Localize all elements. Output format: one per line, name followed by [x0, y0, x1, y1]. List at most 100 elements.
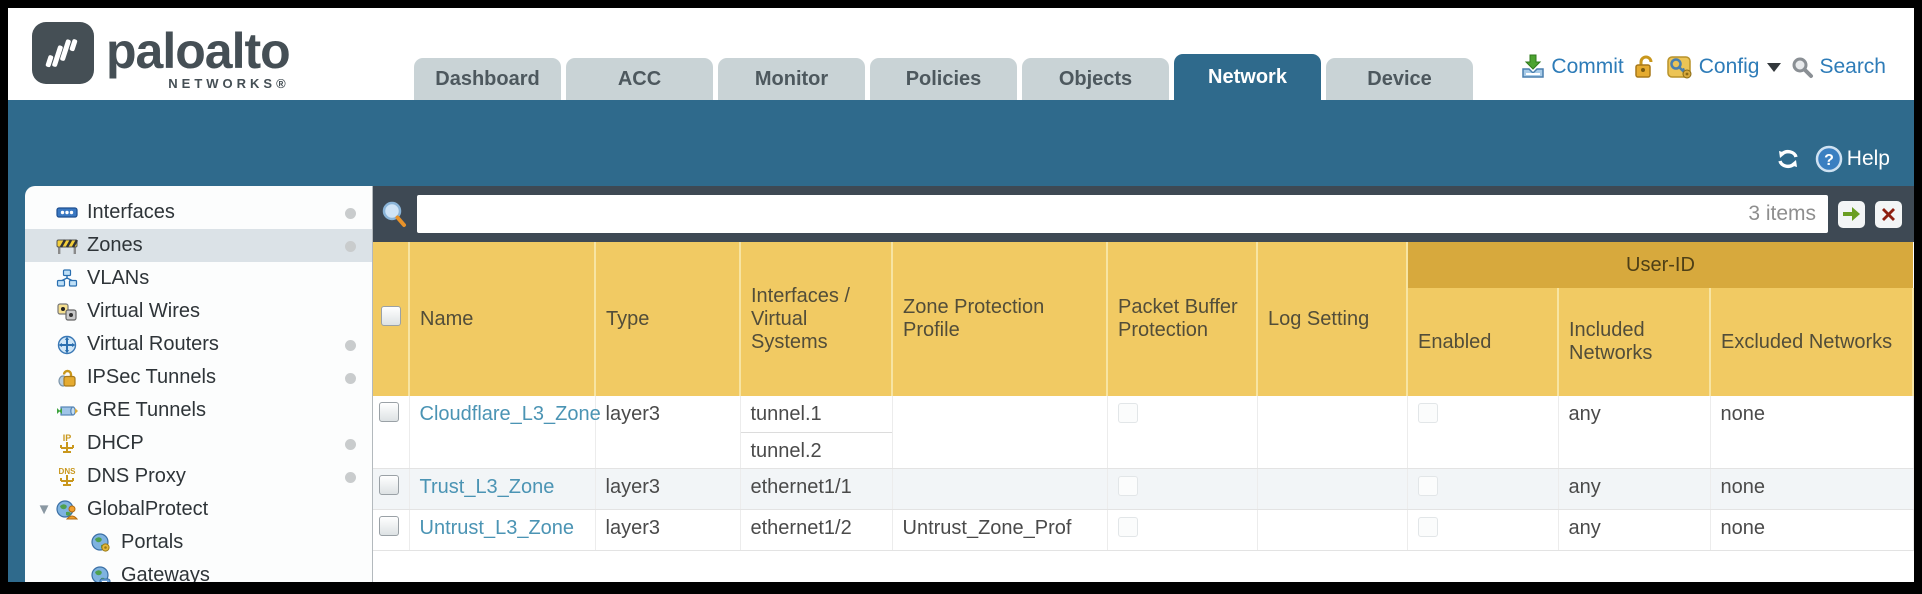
- col-header-zone-protection-profile[interactable]: Zone Protection Profile: [892, 242, 1108, 396]
- col-header-included-networks[interactable]: Included Networks: [1558, 288, 1711, 396]
- brand-name: paloalto: [106, 23, 291, 79]
- table-row: Untrust_L3_Zone layer3 ethernet1/2 Untru…: [373, 509, 1914, 551]
- sidebar-item-gre-tunnels[interactable]: GRE Tunnels: [25, 394, 372, 427]
- sidebar-item-globalprotect[interactable]: ▼ GlobalProtect: [25, 493, 372, 526]
- help-button[interactable]: ? Help: [1814, 144, 1890, 174]
- gre-tunnels-icon: [55, 401, 79, 421]
- cell-log-setting: [1257, 468, 1408, 510]
- sidebar-item-virtual-routers[interactable]: Virtual Routers: [25, 328, 372, 361]
- col-header-log-setting[interactable]: Log Setting: [1257, 242, 1408, 396]
- main-panel: 3 items: [373, 186, 1914, 582]
- cell-log-setting: [1257, 509, 1408, 551]
- status-dot: [345, 471, 356, 483]
- tab-policies[interactable]: Policies: [870, 58, 1017, 100]
- sidebar-item-vlans[interactable]: VLANs: [25, 262, 372, 295]
- zone-name-link[interactable]: Trust_L3_Zone: [419, 476, 555, 498]
- col-group-user-id: User-ID: [1407, 242, 1913, 288]
- interface-value: ethernet1/1: [750, 476, 852, 498]
- cell-excluded-networks: none: [1710, 468, 1914, 510]
- select-all-header: [373, 242, 410, 396]
- vlans-icon: [55, 269, 79, 289]
- config-menu[interactable]: Config: [1666, 54, 1782, 80]
- cell-included-networks: any: [1558, 396, 1711, 469]
- help-icon: ?: [1814, 144, 1844, 174]
- filter-bar: 3 items: [373, 186, 1914, 242]
- row-checkbox[interactable]: [379, 516, 399, 536]
- tab-device[interactable]: Device: [1326, 58, 1473, 100]
- col-header-interfaces[interactable]: Interfaces / Virtual Systems: [740, 242, 893, 396]
- status-dot: [345, 339, 356, 351]
- dns-proxy-icon: DNS: [55, 467, 79, 487]
- sidebar-item-interfaces[interactable]: Interfaces: [25, 196, 372, 229]
- sidebar-item-gateways[interactable]: Gateways: [25, 559, 372, 582]
- col-header-enabled[interactable]: Enabled: [1407, 288, 1559, 396]
- sidebar-item-virtual-wires[interactable]: Virtual Wires: [25, 295, 372, 328]
- search-button[interactable]: Search: [1790, 55, 1886, 79]
- gateways-icon: [89, 565, 113, 582]
- interface-value: ethernet1/2: [750, 517, 852, 539]
- lock-button[interactable]: [1633, 54, 1657, 80]
- col-header-type[interactable]: Type: [595, 242, 741, 396]
- table-empty-space: [373, 551, 1914, 582]
- search-icon: [1790, 55, 1814, 79]
- brand-subtitle: NETWORKS®: [168, 76, 290, 91]
- cell-interfaces: ethernet1/1: [740, 468, 893, 510]
- sidebar-item-ipsec-tunnels[interactable]: IPSec Tunnels: [25, 361, 372, 394]
- sidebar-item-portals[interactable]: Portals: [25, 526, 372, 559]
- filter-search-icon: [381, 200, 407, 228]
- virtual-wires-icon: [55, 302, 79, 322]
- zone-name-link[interactable]: Untrust_L3_Zone: [419, 517, 575, 539]
- sidebar-container: Interfaces Zones: [8, 186, 373, 582]
- refresh-icon: [1775, 147, 1801, 171]
- svg-text:IP: IP: [63, 433, 72, 443]
- sidebar-item-dhcp[interactable]: IP DHCP: [25, 427, 372, 460]
- filter-input[interactable]: [417, 195, 1828, 233]
- svg-text:?: ?: [1824, 152, 1834, 169]
- user-id-enabled-checkbox[interactable]: [1417, 403, 1438, 423]
- tab-network[interactable]: Network: [1174, 54, 1321, 100]
- cell-zone-protection-profile: [892, 468, 1108, 510]
- cell-excluded-networks: none: [1710, 396, 1914, 469]
- user-id-enabled-checkbox[interactable]: [1417, 517, 1438, 537]
- status-dot: [345, 372, 356, 384]
- packet-buffer-checkbox[interactable]: [1117, 517, 1138, 537]
- select-all-checkbox[interactable]: [380, 306, 401, 326]
- cell-included-networks: any: [1558, 509, 1711, 551]
- status-dot: [345, 240, 356, 252]
- col-header-excluded-networks[interactable]: Excluded Networks: [1710, 288, 1914, 396]
- sidebar-item-dns-proxy[interactable]: DNS DNS Proxy: [25, 460, 372, 493]
- cell-log-setting: [1257, 396, 1408, 469]
- brand-logo: paloalto NETWORKS®: [32, 22, 291, 91]
- zones-table: Name Type Interfaces / Virtual Systems Z…: [373, 242, 1914, 551]
- expander-icon[interactable]: ▼: [36, 501, 52, 518]
- packet-buffer-checkbox[interactable]: [1117, 403, 1138, 423]
- tab-dashboard[interactable]: Dashboard: [414, 58, 561, 100]
- chevron-down-icon: [1767, 62, 1782, 72]
- ipsec-tunnels-icon: [55, 368, 79, 388]
- row-checkbox[interactable]: [379, 402, 399, 422]
- interfaces-icon: [55, 203, 79, 223]
- dhcp-icon: IP: [55, 433, 79, 454]
- cell-excluded-networks: none: [1710, 509, 1914, 551]
- utility-bar: Commit: [1520, 54, 1886, 80]
- cell-interfaces: tunnel.1 tunnel.2: [740, 396, 893, 469]
- user-id-enabled-checkbox[interactable]: [1417, 476, 1438, 496]
- packet-buffer-checkbox[interactable]: [1117, 476, 1138, 496]
- clear-filter-button[interactable]: [1875, 200, 1902, 228]
- zones-icon: [55, 236, 79, 256]
- tab-acc[interactable]: ACC: [566, 58, 713, 100]
- sidebar-item-zones[interactable]: Zones: [25, 229, 372, 262]
- tab-objects[interactable]: Objects: [1022, 58, 1169, 100]
- row-checkbox[interactable]: [379, 475, 399, 495]
- zone-name-link[interactable]: Cloudflare_L3_Zone: [419, 403, 601, 425]
- table-row: Trust_L3_Zone layer3 ethernet1/1 any non…: [373, 468, 1914, 510]
- col-header-name[interactable]: Name: [409, 242, 596, 396]
- commit-button[interactable]: Commit: [1520, 54, 1624, 80]
- cell-zone-protection-profile: [892, 396, 1108, 469]
- tab-monitor[interactable]: Monitor: [718, 58, 865, 100]
- refresh-button[interactable]: [1775, 147, 1801, 171]
- main-nav-tabs: Dashboard ACC Monitor Policies Objects N…: [414, 54, 1478, 100]
- col-header-packet-buffer-protection[interactable]: Packet Buffer Protection: [1107, 242, 1258, 396]
- cell-type: layer3: [595, 396, 741, 469]
- apply-filter-button[interactable]: [1838, 200, 1865, 228]
